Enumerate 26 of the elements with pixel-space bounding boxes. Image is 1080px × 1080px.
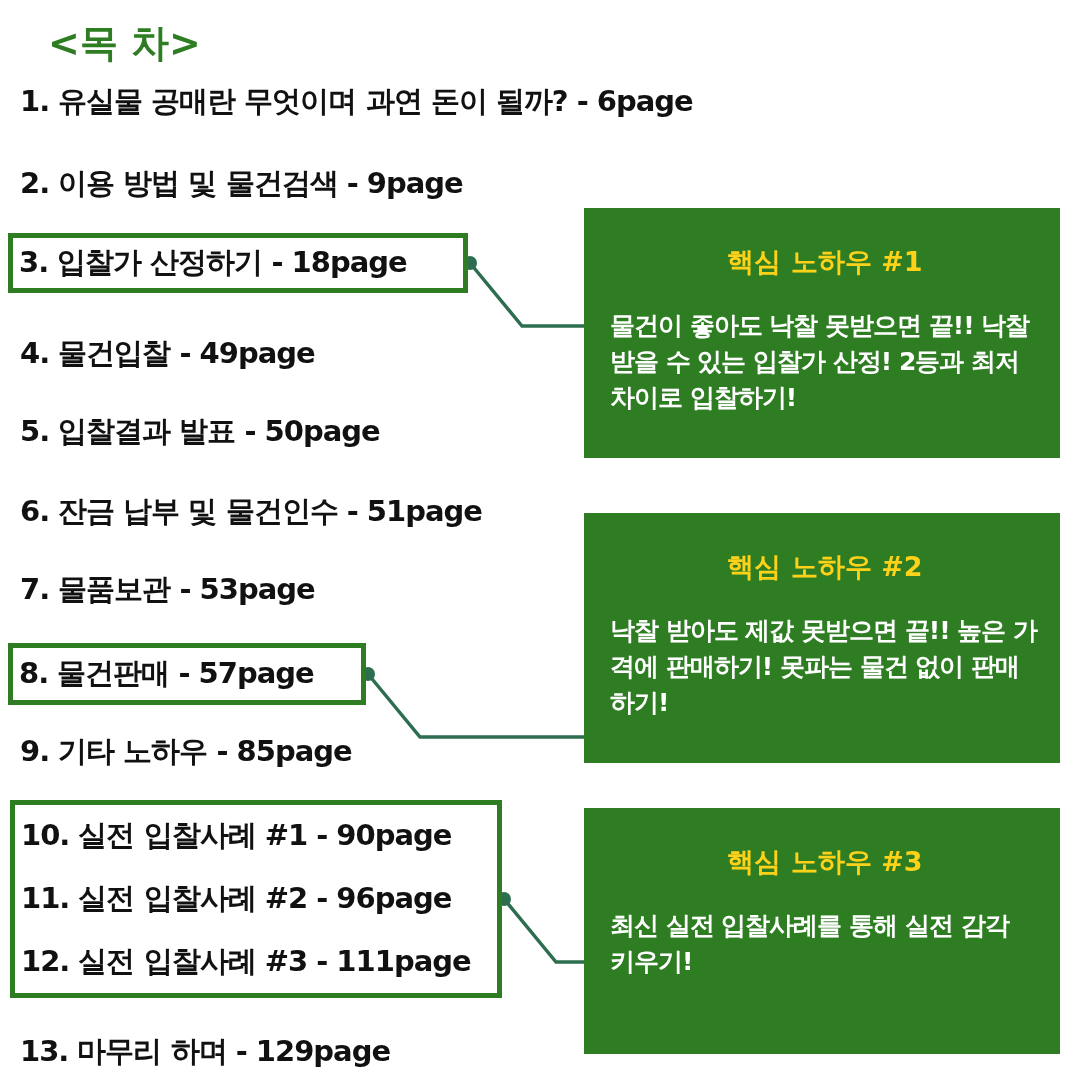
callout-heading: 핵심 노하우 #1 — [726, 245, 924, 279]
contents-entry: 6. 잔금 납부 및 물건인수 - 51page — [20, 493, 482, 530]
contents-entry: 9. 기타 노하우 - 85page — [20, 733, 352, 770]
contents-entry: 1. 유실물 공매란 무엇이며 과연 돈이 될까? - 6page — [20, 83, 693, 120]
contents-entry: 7. 물품보관 - 53page — [20, 571, 315, 608]
callout-heading: 핵심 노하우 #3 — [726, 845, 924, 879]
callout-box — [584, 208, 1060, 458]
contents-entry: 5. 입찰결과 발표 - 50page — [20, 413, 380, 450]
contents-entry: 3. 입찰가 산정하기 - 18page — [19, 244, 408, 281]
contents-entry: 4. 물건입찰 - 49page — [20, 335, 315, 372]
highlight-frame — [8, 233, 468, 293]
highlight-frame — [10, 800, 502, 998]
callout-box — [584, 513, 1060, 763]
title: <목 차> — [48, 20, 201, 67]
contents-entry: 13. 마무리 하며 - 129page — [20, 1033, 391, 1070]
callout-text: 최신 실전 입찰사례를 통해 실전 감각 키우기! — [610, 910, 1011, 978]
callout-text: 낙찰 받아도 제값 못받으면 끝!! 높은 가격에 판매하기! 못파는 물건 없이 판매하기! — [610, 615, 1039, 719]
contents-entry: 10. 실전 입찰사례 #1 - 90page — [21, 817, 453, 855]
highlight-frame — [8, 643, 366, 705]
contents-entry: 11. 실전 입찰사례 #2 - 96page — [21, 880, 453, 917]
contents-entry: 12. 실전 입찰사례 #3 - 111page — [21, 942, 472, 980]
callout-heading: 핵심 노하우 #2 — [726, 550, 924, 584]
contents-entry: 8. 물건판매 - 57page — [19, 655, 315, 692]
contents-entry: 2. 이용 방법 및 물건검색 - 9page — [20, 165, 463, 202]
callout-text: 물건이 좋아도 낙찰 못받으면 끝!! 낙찰 받을 수 있는 입찰가 산정! 2등과 최저 차이로 입찰하기! — [610, 310, 1031, 414]
callout-box — [584, 808, 1060, 1054]
